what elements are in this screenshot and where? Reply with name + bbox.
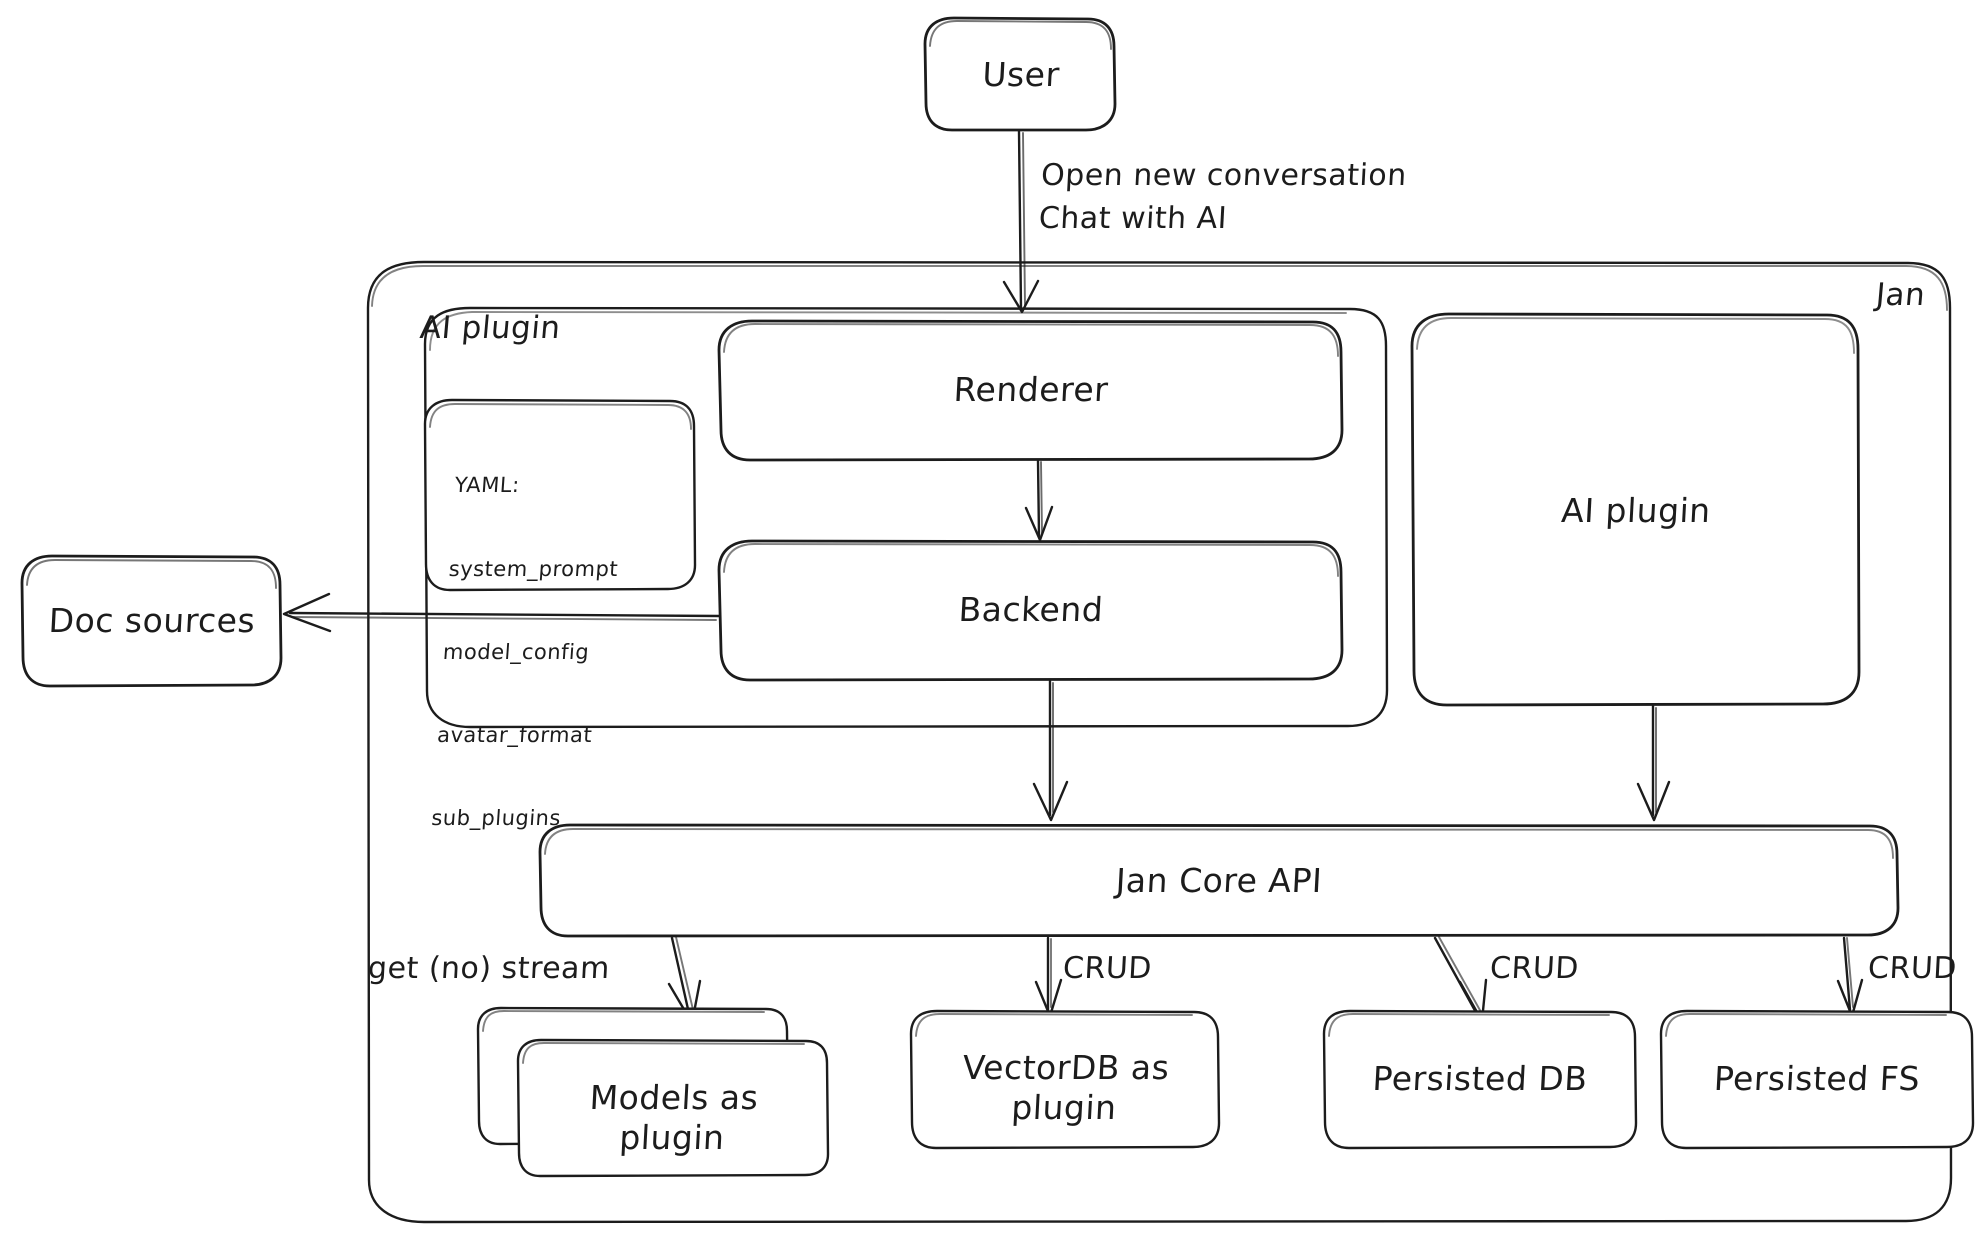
ai-plugin-right-box-shape (1410, 312, 1861, 707)
persisted-db-box-shape (1322, 1009, 1638, 1150)
jan-container-shape (366, 260, 1953, 1224)
arrow-backend-to-core-api (1032, 679, 1069, 822)
persisted-fs-box-shape (1659, 1009, 1975, 1150)
arrow-backend-to-doc-sources (282, 592, 721, 633)
models-as-plugin-front-shape (516, 1038, 830, 1178)
user-box-shape (923, 16, 1117, 132)
jan-core-api-box-shape (538, 823, 1900, 938)
arrow-user-to-renderer (1002, 129, 1040, 314)
arrow-core-to-persisted-db (1433, 936, 1488, 1023)
arrow-core-to-persisted-fs (1836, 936, 1864, 1018)
arrow-ai-plugin-to-core-api (1636, 704, 1671, 822)
backend-box-shape (717, 539, 1344, 682)
arrow-renderer-to-backend (1024, 459, 1054, 542)
yaml-box-shape (423, 398, 697, 592)
renderer-box-shape (717, 319, 1344, 462)
vectordb-box-shape (909, 1009, 1221, 1150)
arrow-core-to-vectordb (1034, 936, 1063, 1018)
ai-plugin-group-shape (423, 306, 1389, 729)
doc-sources-box-shape (20, 554, 283, 688)
